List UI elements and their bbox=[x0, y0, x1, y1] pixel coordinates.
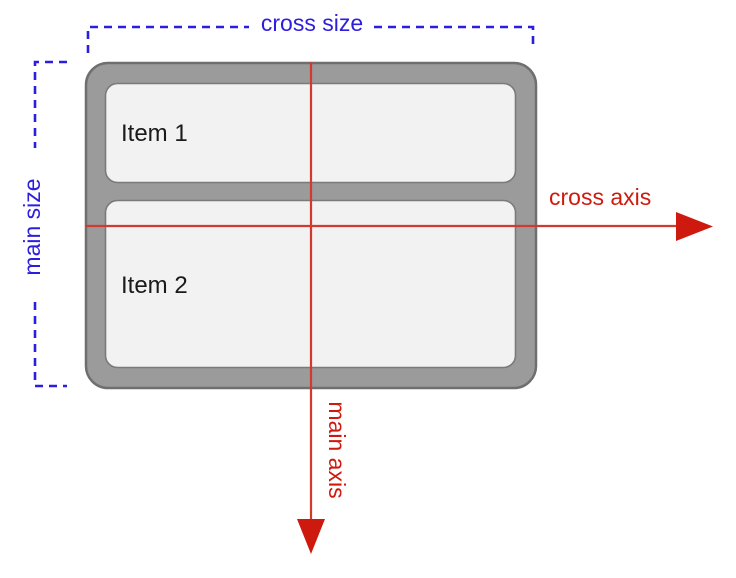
cross-size-label: cross size bbox=[261, 10, 363, 36]
main-size-label: main size bbox=[19, 178, 45, 275]
main-size-bracket-bottom bbox=[33, 302, 67, 388]
main-axis-label: main axis bbox=[324, 401, 350, 498]
item-2-label: Item 2 bbox=[121, 272, 188, 299]
item-1-label: Item 1 bbox=[121, 120, 188, 147]
main-axis-arrowhead bbox=[297, 519, 325, 554]
main-size-bracket-top bbox=[33, 60, 67, 148]
cross-size-bracket-left bbox=[86, 25, 249, 53]
cross-size-bracket-right bbox=[374, 25, 535, 50]
cross-axis-label: cross axis bbox=[549, 184, 651, 210]
cross-axis-arrowhead bbox=[676, 212, 713, 241]
